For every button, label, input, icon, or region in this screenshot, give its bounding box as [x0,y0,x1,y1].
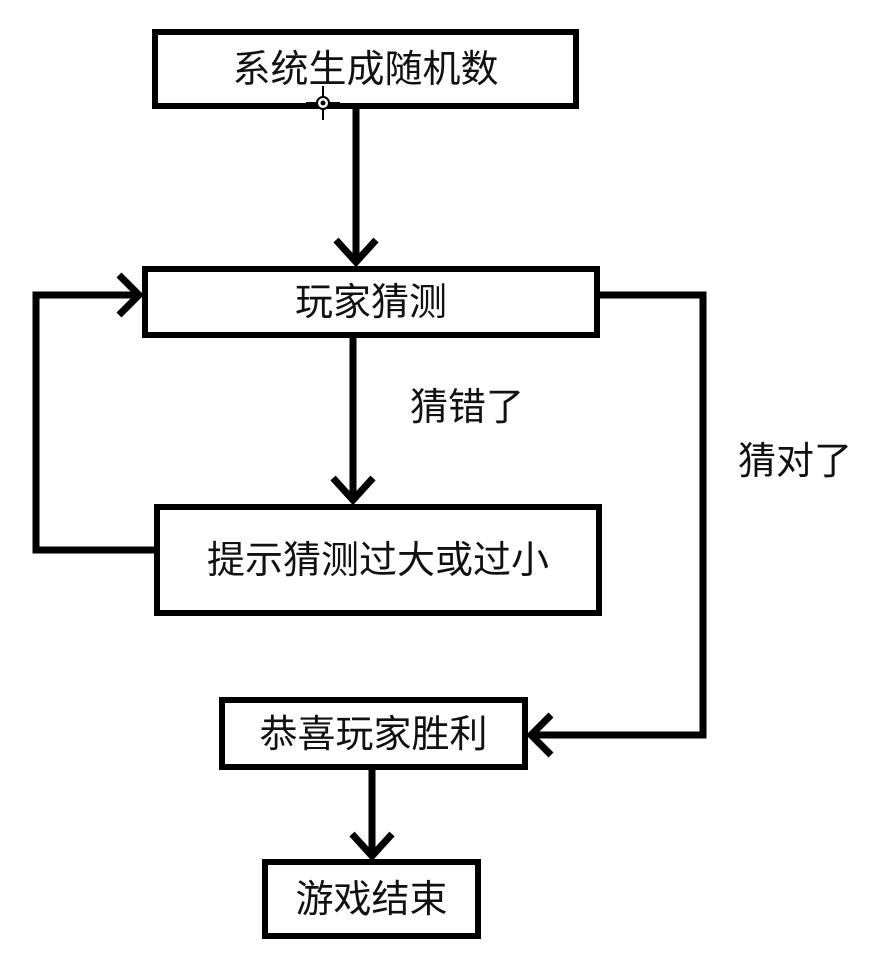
arrowhead-guess-to-hint [330,475,376,506]
arrow-hint-loop-to-guess [32,291,154,554]
edge-label-guessed-right: 猜对了 [738,439,853,483]
crosshair-cursor-icon [306,86,340,120]
arrow-guess-to-win [531,291,707,739]
node-game-over: 游戏结束 [262,859,481,939]
node-congratulate-player: 恭喜玩家胜利 [219,697,528,770]
node-generate-random-number: 系统生成随机数 [152,29,579,109]
node-player-guess: 玩家猜测 [142,266,600,338]
node-hint-too-big-or-small: 提示猜测过大或过小 [154,504,602,616]
arrowhead-start-to-guess [333,237,379,268]
arrowhead-guess-to-win [526,712,554,758]
arrowhead-win-to-end [349,831,395,862]
arrowhead-loop-to-guess [116,272,144,318]
edge-label-guessed-wrong: 猜错了 [410,385,525,429]
